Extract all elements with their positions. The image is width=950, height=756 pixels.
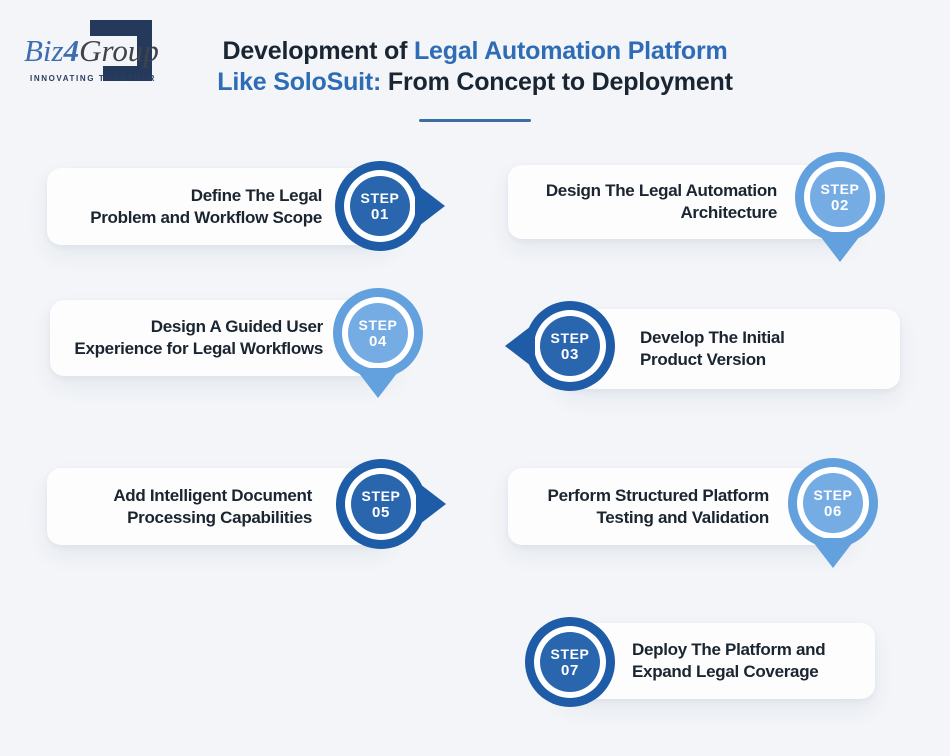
- step-badge-5: STEP 05: [336, 459, 446, 549]
- step-card-5-title: Add Intelligent Document: [113, 485, 312, 505]
- step-card-1-title: Define The Legal: [190, 185, 323, 205]
- step-badge-6-number: 06: [824, 502, 842, 520]
- step-badge-7-number: 07: [561, 661, 579, 679]
- logo-bracket-icon: [90, 20, 152, 81]
- step-card-4-title: Design A Guided User: [150, 317, 324, 336]
- badge-core: STEP 03: [540, 316, 600, 376]
- page-title-line2: Like SoloSuit: From Concept to Deploymen…: [0, 67, 950, 98]
- step-card-5-title-line2: Processing Capabilities: [127, 507, 312, 527]
- title-line1-prefix: Development of: [222, 37, 414, 65]
- title-line2-suffix: From Concept to Deployment: [381, 68, 733, 96]
- step-badge-2-label: STEP: [820, 180, 860, 197]
- page-title-line1: Development of Legal Automation Platform: [0, 36, 950, 67]
- brand-name-blue: Biz: [24, 33, 64, 68]
- step-badge-4-label: STEP: [358, 316, 398, 333]
- step-card-1-title-line2: Problem and Workflow Scope: [90, 207, 322, 227]
- step-badge-6-label: STEP: [813, 486, 853, 503]
- step-card-3: Develop The Initial Product Version: [560, 309, 900, 389]
- page-title: Development of Legal Automation Platform…: [0, 36, 950, 98]
- step-badge-3-label: STEP: [550, 329, 590, 346]
- step-badge-5-number: 05: [372, 503, 390, 521]
- arrow-right-icon: [415, 183, 445, 229]
- step-badge-1: STEP 01: [335, 161, 445, 251]
- step-badge-1-label: STEP: [360, 189, 400, 206]
- step-badge-2-number: 02: [831, 196, 849, 214]
- step-badge-7: STEP 07: [525, 617, 615, 707]
- step-badge-4: STEP 04: [333, 288, 423, 398]
- step-card-7-title: Deploy The Platform and: [632, 640, 826, 659]
- step-card-6-title: Perform Structured Platform: [547, 485, 770, 505]
- step-badge-7-label: STEP: [550, 645, 590, 662]
- badge-core: STEP 07: [540, 632, 600, 692]
- title-underline: [419, 119, 531, 122]
- brand-logo: Biz4Group INNOVATING TOGETHER: [18, 10, 188, 105]
- step-card-2-title-line2: Architecture: [680, 203, 777, 222]
- arrow-left-icon: [505, 323, 535, 369]
- arrow-right-icon: [416, 481, 446, 527]
- step-card-3-title: Develop The Initial: [640, 328, 785, 347]
- step-card-1: Define The Legal Problem and Workflow Sc…: [47, 168, 392, 245]
- title-line1-highlight: Legal Automation Platform: [413, 37, 728, 65]
- badge-core: STEP 05: [351, 474, 411, 534]
- arrow-down-icon: [817, 232, 863, 262]
- title-line2-highlight: Like SoloSuit:: [217, 68, 382, 96]
- step-badge-6: STEP 06: [788, 458, 878, 568]
- step-card-6-title-line2: Testing and Validation: [596, 507, 769, 527]
- badge-core: STEP 01: [350, 176, 410, 236]
- step-card-3-title-line2: Product Version: [640, 350, 766, 369]
- brand-name-dark: Group: [79, 33, 159, 68]
- brand-name: Biz4Group: [24, 34, 159, 68]
- badge-core: STEP 02: [810, 167, 870, 227]
- step-card-7-title-line2: Expand Legal Coverage: [632, 662, 819, 681]
- arrow-down-icon: [810, 538, 856, 568]
- step-card-4-title-line2: Experience for Legal Workflows: [74, 339, 323, 358]
- arrow-down-icon: [355, 368, 401, 398]
- step-badge-3-number: 03: [561, 345, 579, 363]
- badge-core: STEP 04: [348, 303, 408, 363]
- badge-core: STEP 06: [803, 473, 863, 533]
- step-badge-5-label: STEP: [361, 487, 401, 504]
- step-badge-1-number: 01: [371, 205, 389, 223]
- brand-name-digit: 4: [63, 33, 80, 68]
- step-badge-2: STEP 02: [795, 152, 885, 262]
- brand-tagline: INNOVATING TOGETHER: [30, 74, 156, 83]
- step-card-5: Add Intelligent Document Processing Capa…: [47, 468, 392, 545]
- step-card-2-title: Design The Legal Automation: [545, 181, 777, 200]
- step-badge-3: STEP 03: [505, 301, 615, 391]
- step-badge-4-number: 04: [369, 332, 387, 350]
